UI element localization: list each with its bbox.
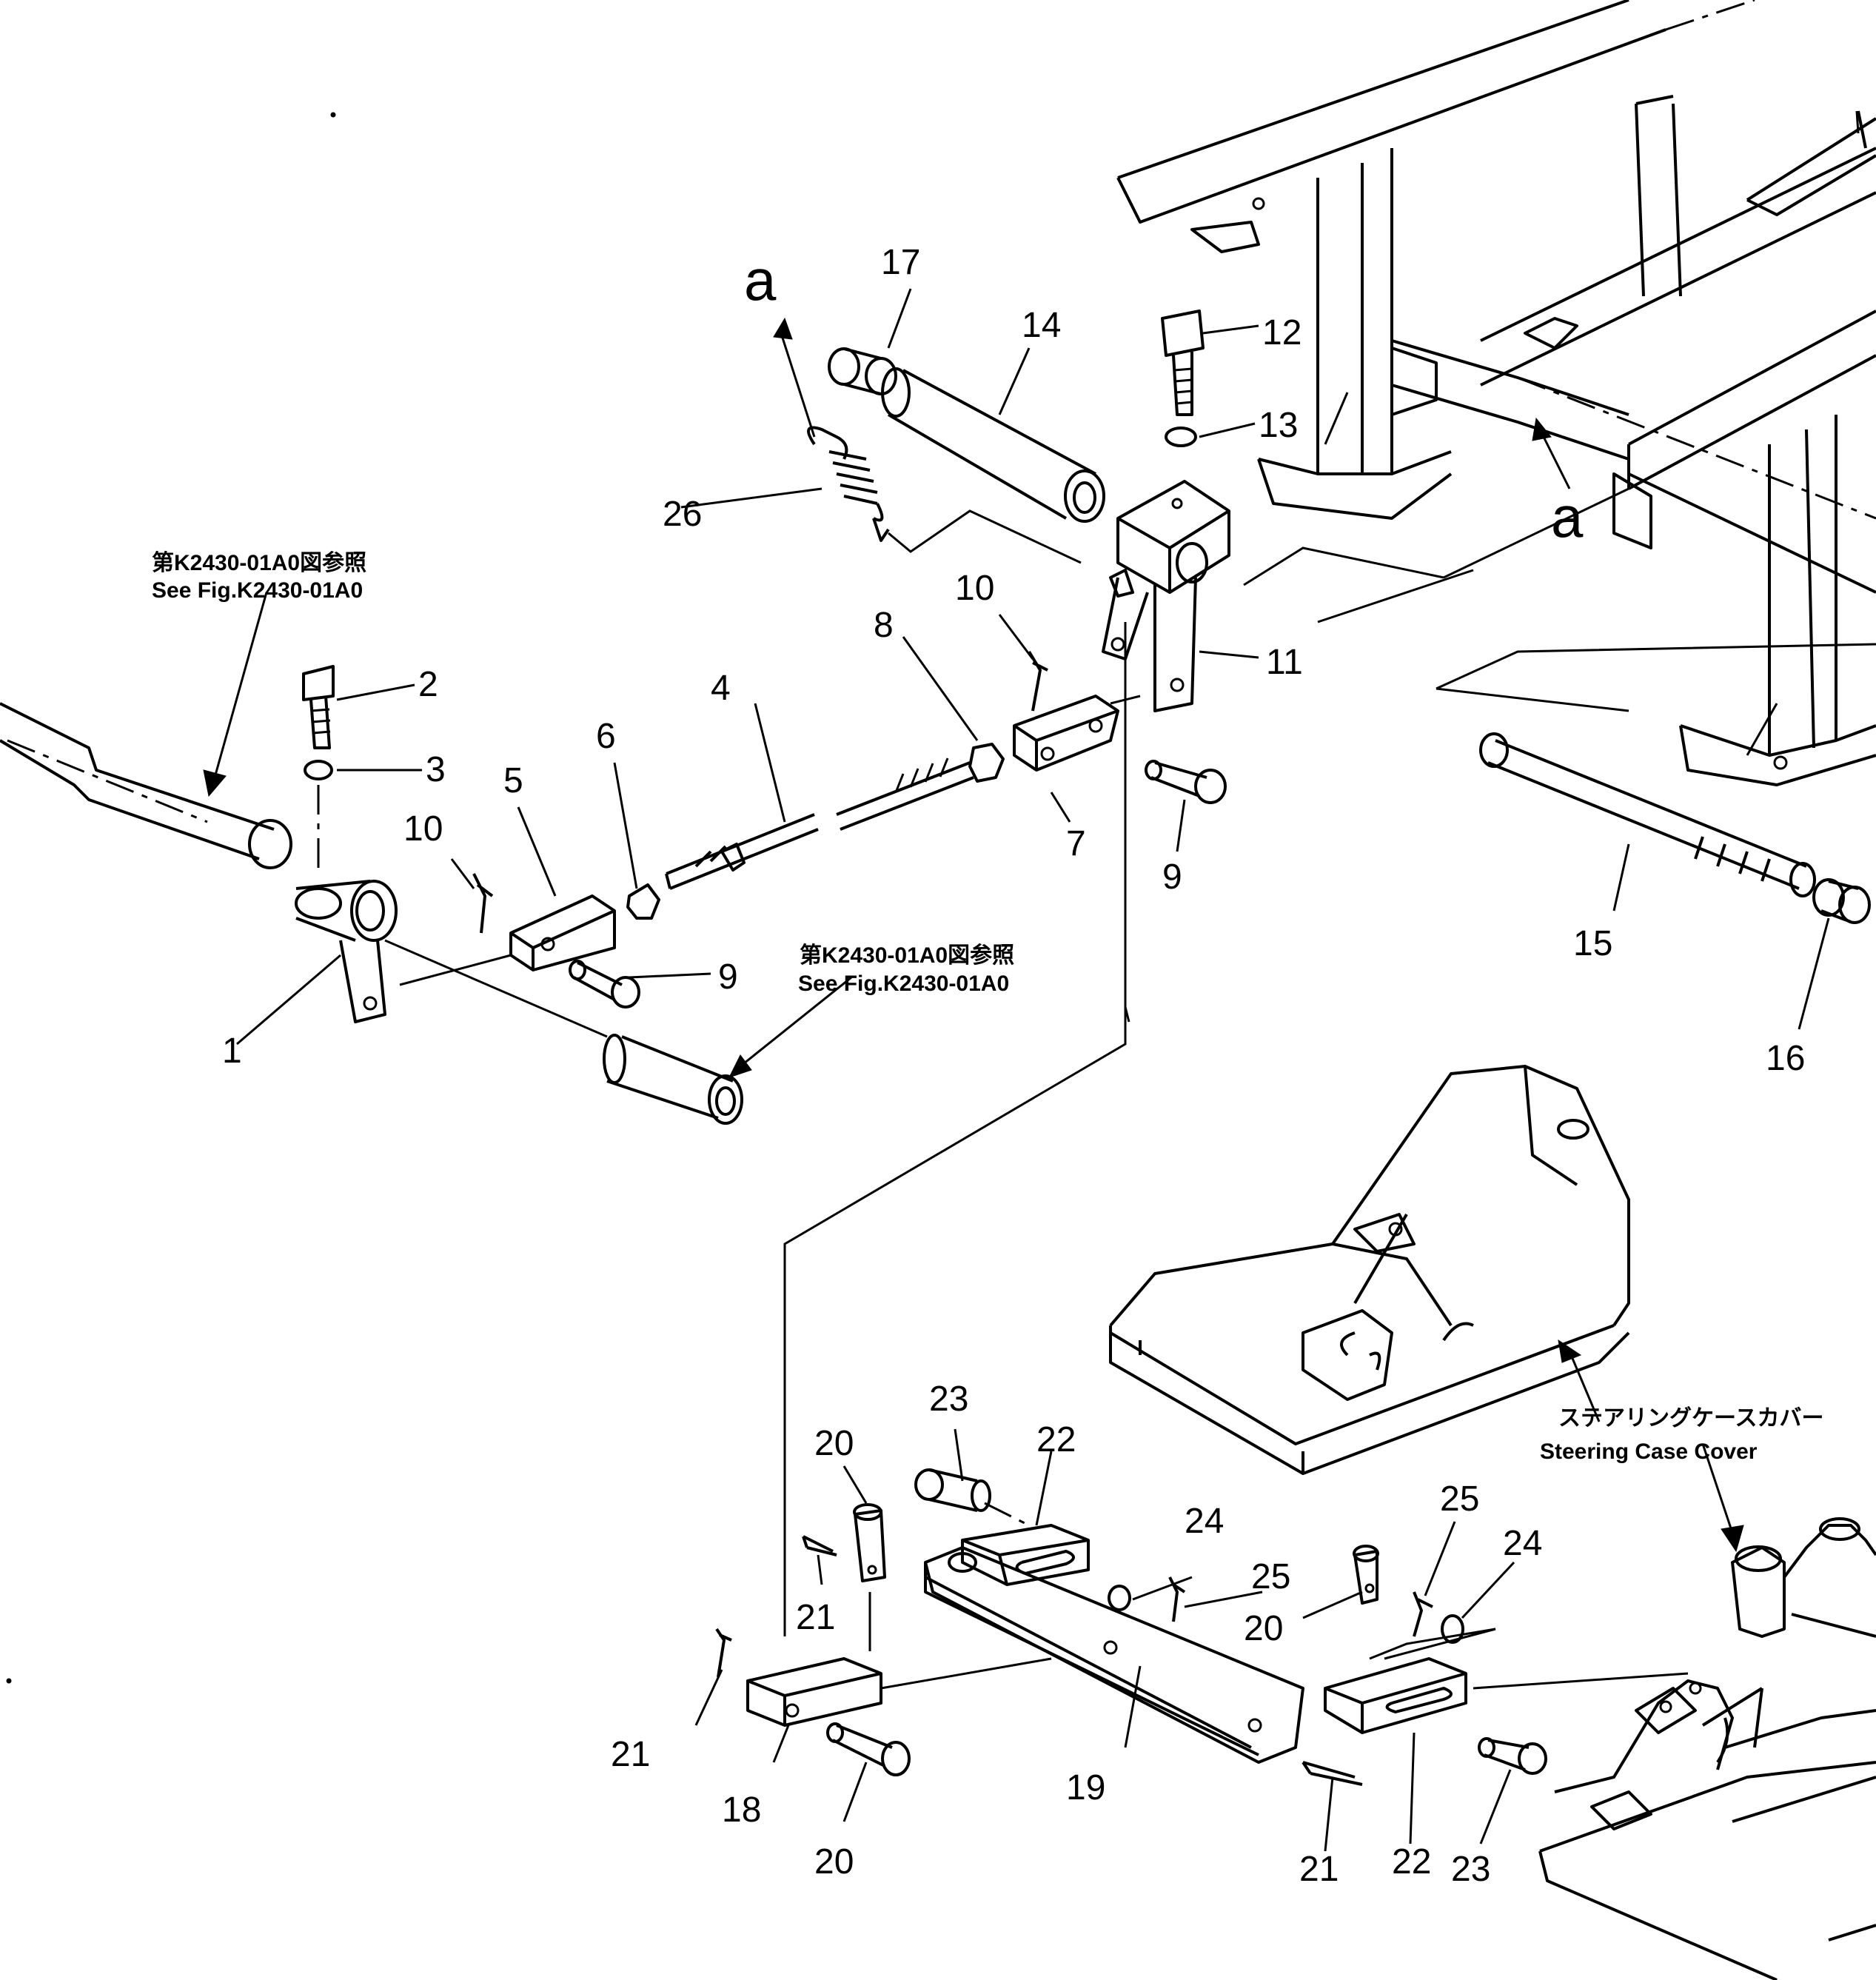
pipe-ref (603, 1034, 743, 1125)
label-21-upper: 21 (796, 1598, 835, 1637)
cotter-pin-21-lower (1302, 1761, 1363, 1786)
pin-23-upper (914, 1468, 1030, 1527)
pin-9-left (569, 960, 640, 1009)
cotter-pin-25-left (1168, 1576, 1186, 1622)
ref-cover-jp: ステアリングケースカバー (1558, 1406, 1824, 1431)
label-9-left: 9 (718, 957, 738, 997)
stray-dot (6, 1678, 12, 1684)
collar-16 (1812, 878, 1871, 924)
stray-dot (330, 112, 336, 118)
label-25-right: 25 (1440, 1479, 1479, 1519)
label-9-right: 9 (1162, 857, 1182, 897)
label-3: 3 (426, 750, 446, 789)
arm-19 (924, 1546, 1304, 1764)
clevis-18 (746, 1657, 1052, 1727)
label-10-right: 10 (955, 569, 994, 608)
label-25-left: 25 (1251, 1557, 1290, 1596)
label-16: 16 (1766, 1039, 1805, 1078)
edge-mark (1855, 110, 1860, 134)
label-4: 4 (711, 669, 731, 708)
label-14: 14 (1022, 306, 1061, 345)
ref-mid-en: See Fig.K2430-01A0 (798, 971, 1009, 996)
label-22-upper: 22 (1036, 1420, 1076, 1459)
cotter-pin-21-left (715, 1628, 732, 1678)
clevis-22-lower (1324, 1628, 1689, 1734)
main-shaft-left (0, 702, 292, 869)
shaft-15 (1479, 732, 1816, 897)
clevis-22-upper (961, 1524, 1090, 1586)
label-1: 1 (222, 1031, 242, 1071)
ref-top-en: See Fig.K2430-01A0 (152, 578, 363, 603)
label-20-upper: 20 (814, 1424, 854, 1463)
pin-23-lower (1478, 1737, 1547, 1775)
bolt-2 (302, 665, 335, 749)
cotter-pin-25-right (1413, 1591, 1433, 1637)
label-10-left: 10 (403, 809, 443, 849)
label-5: 5 (503, 761, 523, 800)
cotter-pin-21-upper (802, 1535, 837, 1556)
reference-notes: 第K2430-01A0図参照 See Fig.K2430-01A0 第K2430… (152, 550, 1824, 1464)
label-12: 12 (1262, 313, 1302, 352)
ref-top-jp: 第K2430-01A0図参照 (152, 550, 366, 575)
label-19: 19 (1066, 1768, 1105, 1807)
pin-9-right (1145, 760, 1227, 804)
spring-26 (773, 317, 1082, 564)
reference-arrows (203, 417, 1744, 1553)
washer-3 (304, 760, 333, 780)
washer-24-right (1441, 1614, 1464, 1644)
nut-6 (626, 883, 660, 920)
leader-lines (236, 288, 1830, 1852)
label-a-right: a (1551, 484, 1584, 549)
label-21-left: 21 (611, 1735, 650, 1774)
frame-structure (1116, 0, 1876, 786)
label-26: 26 (663, 495, 702, 534)
label-6: 6 (596, 717, 616, 756)
label-15: 15 (1573, 924, 1612, 963)
yoke-7 (1013, 695, 1119, 772)
bracket-11 (1102, 480, 1230, 712)
pin-20-lower (826, 1722, 911, 1776)
bolt-12 (1161, 310, 1205, 416)
steering-case-cover (1538, 1517, 1876, 1980)
yoke-5 (509, 894, 616, 971)
label-7: 7 (1066, 824, 1086, 863)
label-8: 8 (874, 606, 894, 645)
label-20-lower: 20 (814, 1842, 854, 1882)
washer-13 (1165, 427, 1197, 447)
pin-20-middle (1353, 1545, 1379, 1605)
pin-20-upper (853, 1503, 886, 1651)
ref-mid-jp: 第K2430-01A0図参照 (800, 943, 1014, 968)
label-20-middle: 20 (1244, 1609, 1283, 1648)
lever-1 (295, 880, 398, 1023)
label-22-lower: 22 (1392, 1842, 1431, 1882)
label-24-left: 24 (1185, 1502, 1224, 1541)
bushing-17 (828, 347, 897, 395)
cotter-pin-10-left (472, 873, 494, 934)
label-24-right: 24 (1503, 1524, 1542, 1563)
assembly-lines (384, 622, 1141, 1636)
label-13: 13 (1259, 406, 1298, 445)
label-23-upper: 23 (929, 1379, 968, 1419)
sleeve-14 (881, 367, 1105, 523)
label-23-lower: 23 (1451, 1850, 1490, 1889)
label-2: 2 (418, 665, 438, 704)
label-11: 11 (1266, 643, 1303, 682)
ref-cover-en: Steering Case Cover (1540, 1439, 1758, 1464)
rod-4 (665, 757, 974, 890)
label-21-lower: 21 (1299, 1850, 1339, 1889)
part-number-labels: 1 2 3 4 5 6 7 8 9 9 10 10 11 12 13 14 15… (222, 243, 1805, 1889)
label-17: 17 (881, 243, 920, 282)
label-a-top: a (744, 247, 777, 312)
cotter-pin-10-right (1028, 650, 1048, 712)
steering-case (1109, 1065, 1630, 1475)
nut-8 (968, 743, 1005, 783)
washer-24-left (1108, 1585, 1131, 1611)
label-18: 18 (722, 1790, 761, 1830)
